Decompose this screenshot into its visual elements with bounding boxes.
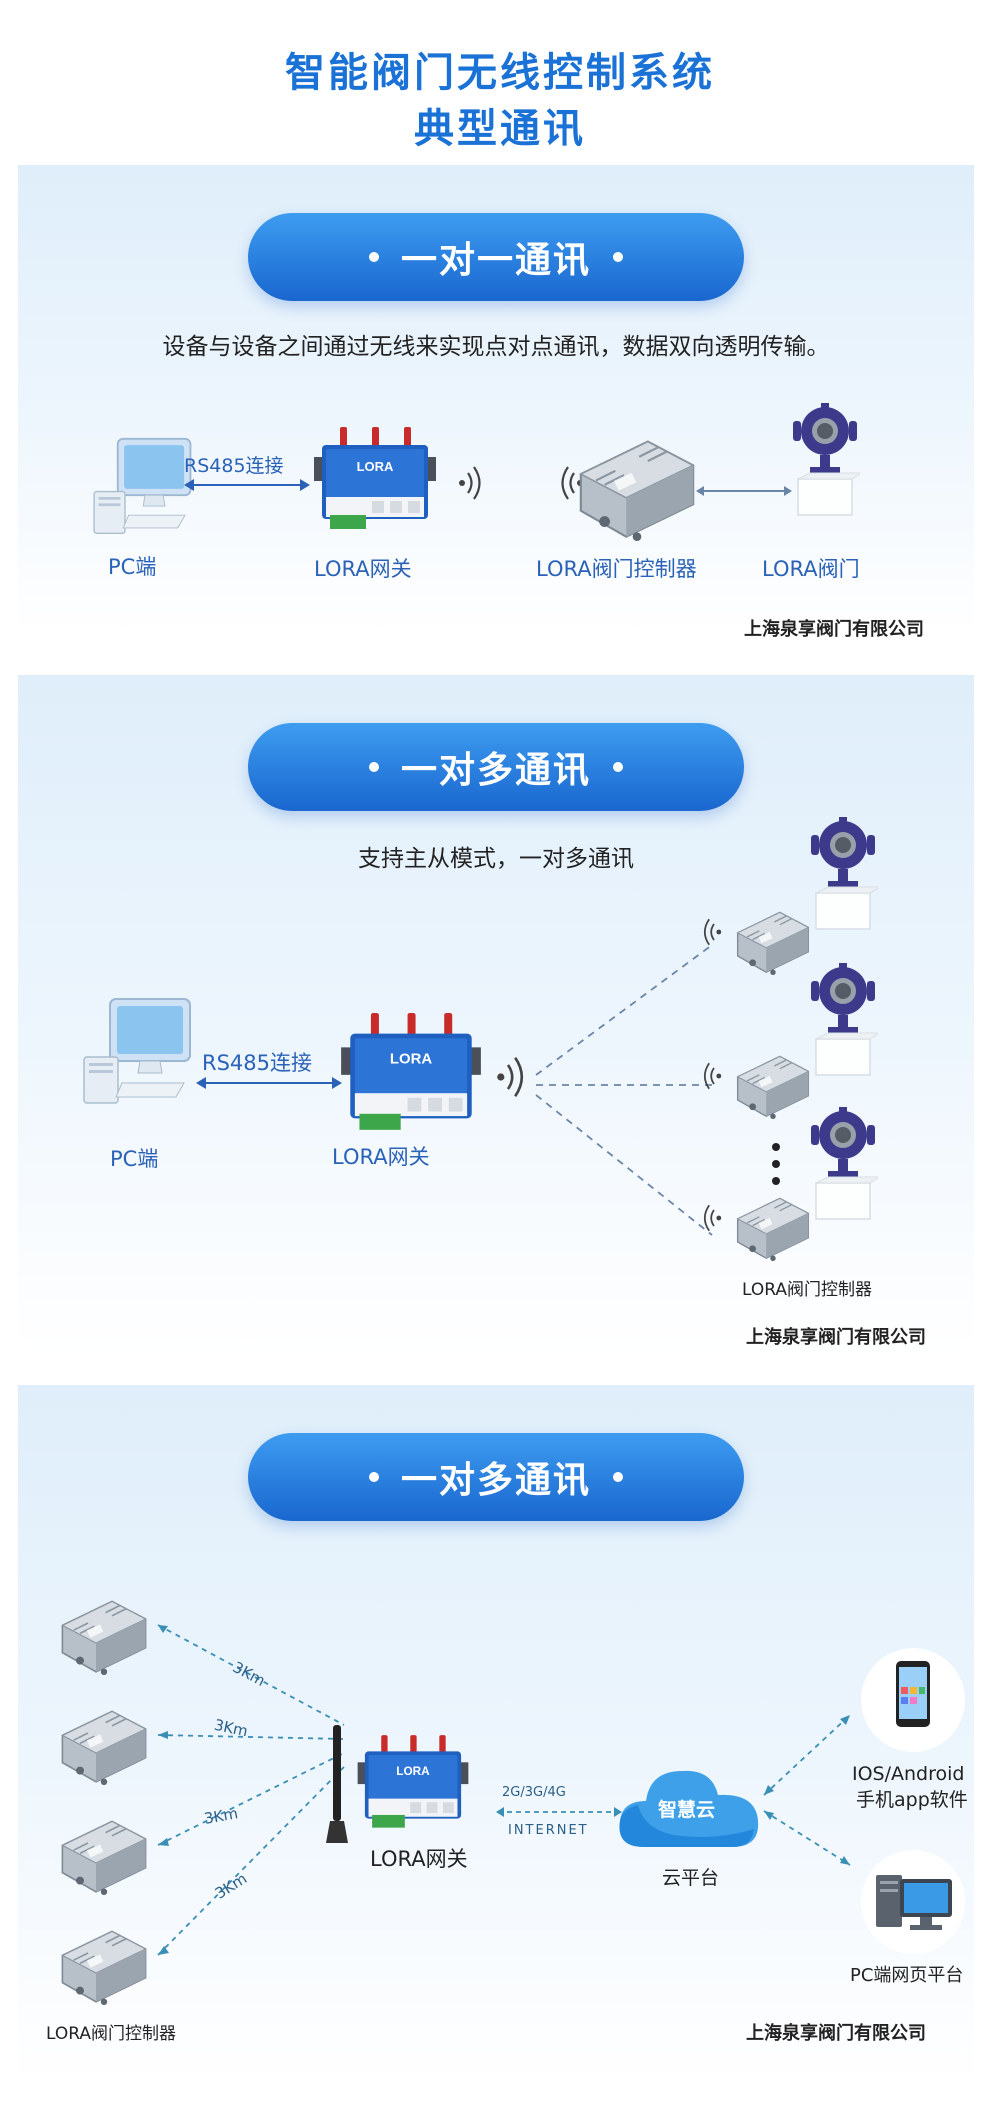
section-one-to-many: 一对多通讯 支持主从模式，一对多通讯 PC端 RS485连接 LORA网关 LO… (18, 675, 974, 1355)
section2-pill-text: 一对多通讯 (400, 750, 591, 791)
antenna-icon (326, 1725, 348, 1843)
section3-gateway-label: LORA网关 (370, 1847, 468, 1871)
section1-pill-text: 一对一通讯 (400, 240, 591, 281)
section1-controller-label: LORA阀门控制器 (536, 557, 697, 581)
lora-controller-icon (54, 1925, 154, 2005)
butterfly-valve-icon (808, 961, 878, 1081)
section2-company: 上海泉享阀门有限公司 (746, 1327, 926, 1348)
section2-pill: 一对多通讯 (248, 723, 744, 811)
section1-valve-label: LORA阀门 (762, 557, 860, 581)
network-arrow (496, 1807, 622, 1817)
lora-gateway-icon (336, 1013, 486, 1139)
rs485-arrow (196, 1077, 342, 1089)
wireless-signal-icon (496, 1053, 532, 1101)
cloud-links (763, 1714, 851, 1866)
pc-icon (80, 997, 200, 1107)
ellipsis-dots (772, 1143, 780, 1185)
section1-subtitle: 设备与设备之间通过无线来实现点对点通讯，数据双向透明传输。 (162, 334, 830, 360)
wireless-signal-icon (458, 463, 488, 503)
section-cloud-network: 一对多通讯 LORA阀门控制器 3Km 3Km 3Km 3Km LORA网关 2… (18, 1385, 974, 2085)
distance-links (157, 1624, 345, 1956)
section2-controller-label: LORA阀门控制器 (742, 1280, 872, 1300)
section1-pc-label: PC端 (108, 555, 157, 579)
butterfly-valve-icon (808, 815, 878, 935)
lora-controller-icon (732, 1193, 814, 1261)
pill-dot-right (613, 1472, 623, 1482)
lora-controller-icon (54, 1595, 154, 1675)
section3-pill: 一对多通讯 (248, 1433, 744, 1521)
section2-rs485-label: RS485连接 (202, 1051, 313, 1075)
page-title-line2: 典型通讯 (414, 106, 586, 152)
network-type-label: 2G/3G/4G (502, 1785, 566, 1800)
mobile-app-label-2: 手机app软件 (856, 1789, 968, 1811)
lora-controller-icon (54, 1705, 154, 1785)
rs485-arrow (184, 479, 310, 491)
section2-pc-label: PC端 (110, 1147, 159, 1171)
butterfly-valve-icon (808, 1105, 878, 1225)
pill-dot-left (368, 252, 379, 262)
lora-gateway-icon (310, 427, 440, 537)
dashed-links (535, 944, 713, 1236)
lora-controller-icon (54, 1815, 154, 1895)
pill-dot-left (368, 1472, 379, 1482)
wireless-signal-icon (698, 1201, 722, 1235)
cloud-icon (619, 1770, 759, 1847)
section3-company: 上海泉享阀门有限公司 (746, 2023, 926, 2044)
smartphone-icon (861, 1648, 965, 1752)
pill-dot-right (613, 252, 623, 262)
pill-dot-right (613, 762, 623, 772)
section3-pill-text: 一对多通讯 (400, 1460, 591, 1501)
section3-controller-label: LORA阀门控制器 (46, 2024, 176, 2044)
pc-web-label: PC端网页平台 (850, 1965, 964, 1986)
pill-dot-left (368, 762, 379, 772)
wireless-signal-icon (698, 915, 722, 949)
wireless-signal-icon (698, 1059, 722, 1093)
section1-pill: 一对一通讯 (248, 213, 744, 301)
lora-gateway-icon (354, 1735, 472, 1835)
network-internet-label: INTERNET (508, 1823, 589, 1838)
lora-controller-icon (572, 433, 702, 541)
section-one-to-one: 一对一通讯 设备与设备之间通过无线来实现点对点通讯，数据双向透明传输。 PC端 … (18, 165, 974, 640)
section1-company: 上海泉享阀门有限公司 (744, 619, 924, 640)
controller-valve-arrow (696, 486, 792, 496)
mobile-app-label-1: IOS/Android (852, 1763, 965, 1785)
section2-subtitle: 支持主从模式，一对多通讯 (358, 846, 634, 872)
page-title-line1: 智能阀门无线控制系统 (285, 50, 715, 96)
desktop-pc-icon (861, 1850, 965, 1954)
section1-gateway-label: LORA网关 (314, 557, 412, 581)
section2-gateway-label: LORA网关 (332, 1145, 430, 1169)
butterfly-valve-icon (790, 401, 860, 521)
cloud-text: 智慧云 (658, 1799, 716, 1821)
lora-controller-icon (732, 907, 814, 975)
section1-rs485-label: RS485连接 (184, 455, 284, 477)
lora-controller-icon (732, 1051, 814, 1119)
cloud-platform-label: 云平台 (662, 1867, 720, 1889)
